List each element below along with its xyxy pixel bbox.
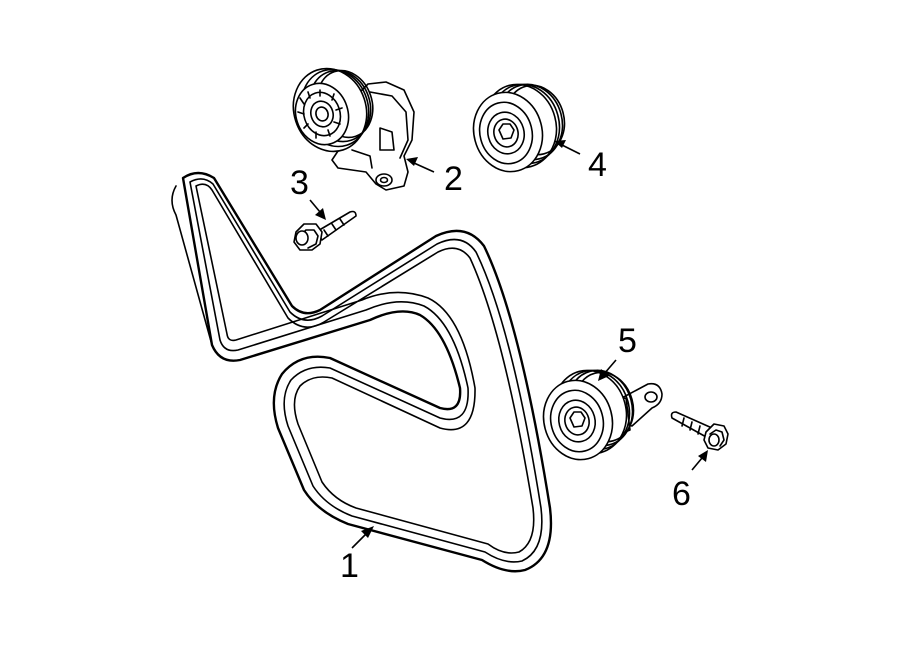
callout-number: 2 <box>444 160 463 198</box>
callout-6: 6 <box>672 450 708 513</box>
callout-number: 3 <box>290 164 309 202</box>
tensioner-bolt[interactable] <box>293 210 357 251</box>
callout-5: 5 <box>598 322 637 381</box>
idler-bolt[interactable] <box>670 411 729 451</box>
callout-number: 6 <box>672 475 691 513</box>
callout-3: 3 <box>290 164 326 220</box>
belt-tensioner[interactable] <box>283 59 415 191</box>
idler-pulley-upper[interactable] <box>465 76 572 179</box>
callout-number: 4 <box>588 146 607 184</box>
serpentine-belt[interactable] <box>171 171 553 573</box>
callout-1: 1 <box>340 526 374 585</box>
callout-number: 1 <box>340 547 359 585</box>
callout-number: 5 <box>618 322 637 360</box>
callout-2: 2 <box>406 157 463 198</box>
idler-pulley-lower[interactable] <box>535 362 663 467</box>
callout-4: 4 <box>554 140 607 184</box>
